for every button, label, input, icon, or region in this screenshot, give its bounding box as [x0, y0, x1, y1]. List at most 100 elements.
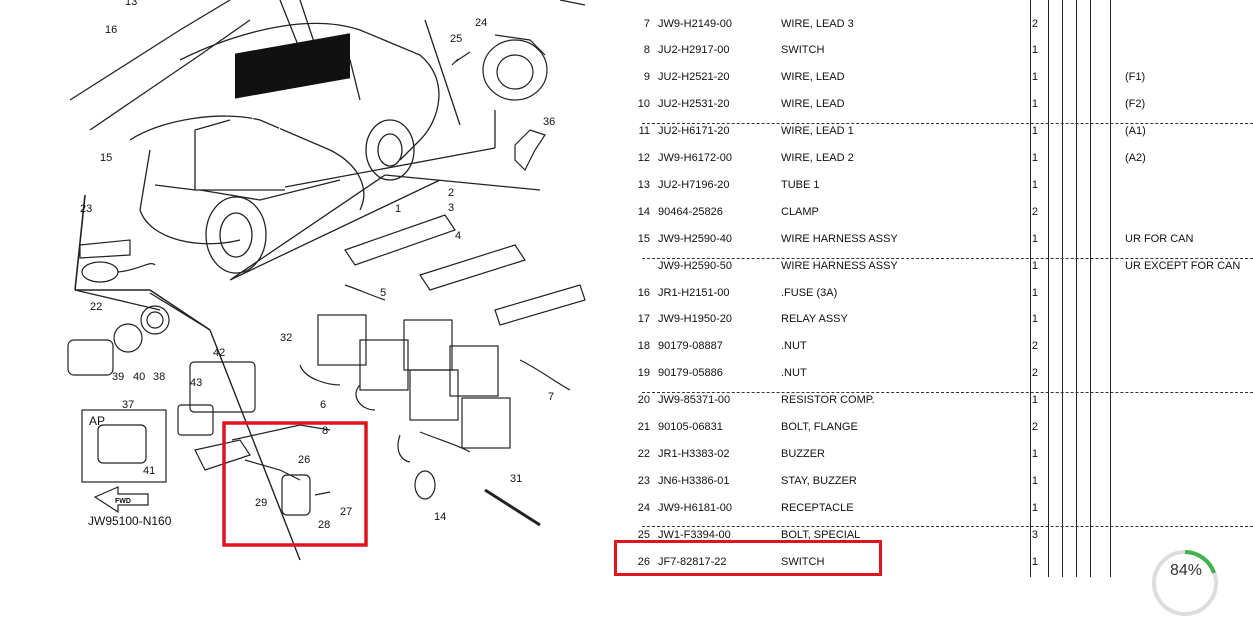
part-number: JW9-H1950-20: [658, 313, 732, 326]
column-divider: [1048, 0, 1049, 577]
callout-37: 37: [122, 399, 134, 411]
quantity: 2: [1031, 340, 1038, 353]
callout-3: 3: [448, 202, 454, 214]
quantity: 3: [1031, 528, 1038, 541]
ref-number: 10: [637, 98, 650, 111]
callout-43: 43: [190, 377, 202, 389]
ref-number: 20: [637, 394, 650, 407]
callout-32: 32: [280, 332, 292, 344]
quantity: 1: [1031, 152, 1038, 164]
callout-31: 31: [510, 473, 522, 485]
part-number: JW1-F3394-00: [658, 528, 731, 541]
callout-8: 8: [322, 425, 328, 437]
quantity: 1: [1031, 394, 1038, 407]
part-description: STAY, BUZZER: [781, 474, 857, 487]
switch-highlight-box: [222, 421, 368, 547]
part-description: .NUT: [781, 340, 807, 353]
remarks: UR EXCEPT FOR CAN: [1125, 259, 1241, 272]
callout-22: 22: [90, 301, 102, 313]
row-separator: [642, 258, 1253, 259]
part-number: JU2-H2531-20: [658, 98, 730, 111]
part-number: JW9-H2590-40: [658, 232, 732, 245]
quantity: 2: [1031, 367, 1038, 380]
part-description: BOLT, FLANGE: [781, 421, 858, 433]
quantity: 2: [1031, 17, 1038, 30]
part-number: JW9-H6172-00: [658, 152, 732, 164]
part-number: 90179-08887: [658, 340, 723, 353]
quantity: 1: [1031, 178, 1038, 191]
part-number: 90179-05886: [658, 367, 723, 380]
column-divider: [1030, 0, 1031, 577]
ref-number: 9: [643, 71, 650, 84]
callout-23: 23: [80, 203, 92, 215]
zoom-indicator[interactable]: 84%: [1150, 548, 1220, 618]
quantity: 1: [1031, 447, 1038, 460]
callout-1: 1: [395, 203, 401, 215]
ref-number: 24: [637, 501, 650, 514]
remarks: (F1): [1125, 71, 1146, 84]
quantity: 1: [1031, 555, 1038, 568]
part-number: 90464-25826: [658, 205, 723, 218]
parts-diagram: 16 13 15 23 22 39 40 38 37 41 42 43 24 2…: [0, 0, 610, 577]
row-separator: [642, 526, 1253, 527]
part-description: TUBE 1: [781, 178, 820, 191]
remarks: (A1): [1125, 125, 1146, 138]
part-description: RELAY ASSY: [781, 313, 848, 326]
quantity: 1: [1031, 98, 1038, 111]
part-number: JW9-H2590-50: [658, 259, 732, 272]
callout-27: 27: [340, 506, 352, 518]
callout-36: 36: [543, 116, 555, 128]
quantity: 1: [1031, 474, 1038, 487]
callout-2: 2: [448, 187, 454, 199]
part-description: CLAMP: [781, 205, 819, 218]
callout-26: 26: [298, 454, 310, 466]
part-number: 90105-06831: [658, 421, 723, 433]
callout-28: 28: [318, 519, 330, 531]
callout-25: 25: [450, 33, 462, 45]
part-description: .NUT: [781, 367, 807, 380]
row-separator: [642, 123, 1253, 124]
diagram-drawing: 16 13 15 23 22 39 40 38 37 41 42 43 24 2…: [67, 0, 586, 561]
part-description: SWITCH: [781, 555, 825, 568]
ref-number: 13: [637, 178, 650, 191]
part-description: WIRE HARNESS ASSY: [781, 232, 898, 245]
diagram-code: JW95100-N160: [88, 514, 172, 528]
quantity: 1: [1031, 501, 1038, 514]
callout-24: 24: [475, 17, 487, 29]
ref-number: 22: [637, 447, 650, 460]
callout-13: 13: [125, 0, 137, 8]
inset-label-ap: AP: [89, 414, 105, 428]
switch-row-highlight: [614, 540, 882, 576]
part-description: WIRE HARNESS ASSY: [781, 259, 898, 272]
column-divider: [1076, 0, 1077, 577]
part-description: .FUSE (3A): [781, 286, 838, 299]
part-description: BOLT, SPECIAL: [781, 528, 861, 541]
part-number: JF7-82817-22: [658, 555, 727, 568]
callout-7: 7: [548, 391, 554, 403]
callout-38: 38: [153, 371, 165, 383]
column-divider: [1090, 0, 1091, 577]
ref-number: 17: [637, 313, 650, 326]
part-number: JW9-H2149-00: [658, 17, 732, 30]
ref-number: 8: [643, 44, 650, 57]
remarks: UR FOR CAN: [1125, 232, 1194, 245]
part-description: WIRE, LEAD: [781, 71, 845, 84]
column-divider: [1062, 0, 1063, 577]
ref-number: 16: [637, 286, 650, 299]
part-description: RESISTOR COMP.: [781, 394, 875, 407]
ref-number: 7: [643, 17, 650, 30]
fwd-label: FWD: [115, 498, 131, 505]
part-description: WIRE, LEAD 2: [781, 152, 854, 164]
